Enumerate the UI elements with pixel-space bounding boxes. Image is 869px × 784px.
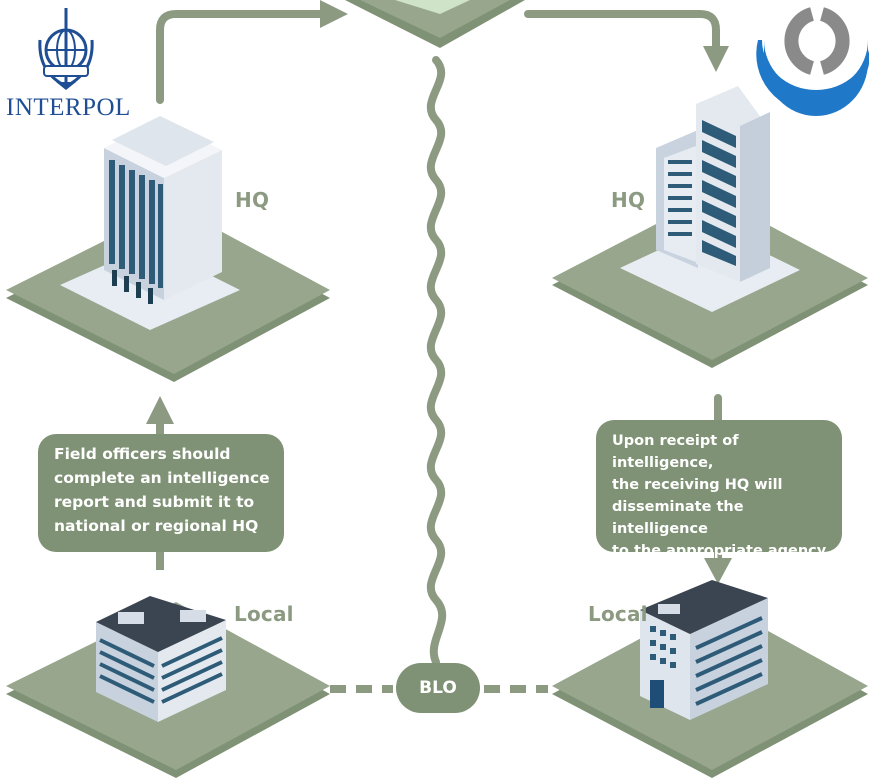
central-platform	[345, 0, 525, 48]
flow-arrow-center-to-wco	[524, 10, 720, 56]
note-line: for action.	[612, 565, 697, 581]
building-hq-right	[656, 86, 770, 282]
interpol-emblem-icon	[38, 8, 94, 90]
building-hq-left	[104, 116, 222, 304]
arrowhead-down-right	[704, 558, 732, 584]
wco-logo-icon	[756, 7, 869, 116]
note-line: national or regional HQ	[54, 517, 259, 535]
note-line: disseminate the intelligence	[612, 499, 744, 537]
note-line: complete an intelligence	[54, 469, 270, 487]
note-line: the receiving HQ will	[612, 477, 783, 493]
note-line: to the appropriate agency	[612, 543, 827, 559]
building-local-left	[96, 596, 226, 722]
note-line: Field officers should	[54, 445, 231, 463]
hq-label-right: HQ	[611, 188, 646, 212]
arrowhead-up-left	[146, 396, 174, 424]
wavy-connector	[426, 56, 447, 666]
flow-arrow-interpol-to-center	[156, 10, 334, 104]
blo-node: BLO	[396, 663, 480, 713]
local-label-right: Local	[588, 602, 648, 626]
receiving-hq-note: Upon receipt of intelligence, the receiv…	[596, 420, 842, 581]
interpol-wordmark: INTERPOL	[6, 94, 131, 121]
note-line: Upon receipt of intelligence,	[612, 433, 739, 471]
arrowhead-center	[320, 0, 348, 28]
arrowhead-wco	[703, 46, 729, 72]
building-local-right	[640, 580, 768, 720]
local-label-left: Local	[234, 602, 294, 626]
hq-label-left: HQ	[235, 188, 270, 212]
note-line: report and submit it to	[54, 493, 255, 511]
field-officers-note: Field officers should complete an intell…	[38, 434, 284, 552]
